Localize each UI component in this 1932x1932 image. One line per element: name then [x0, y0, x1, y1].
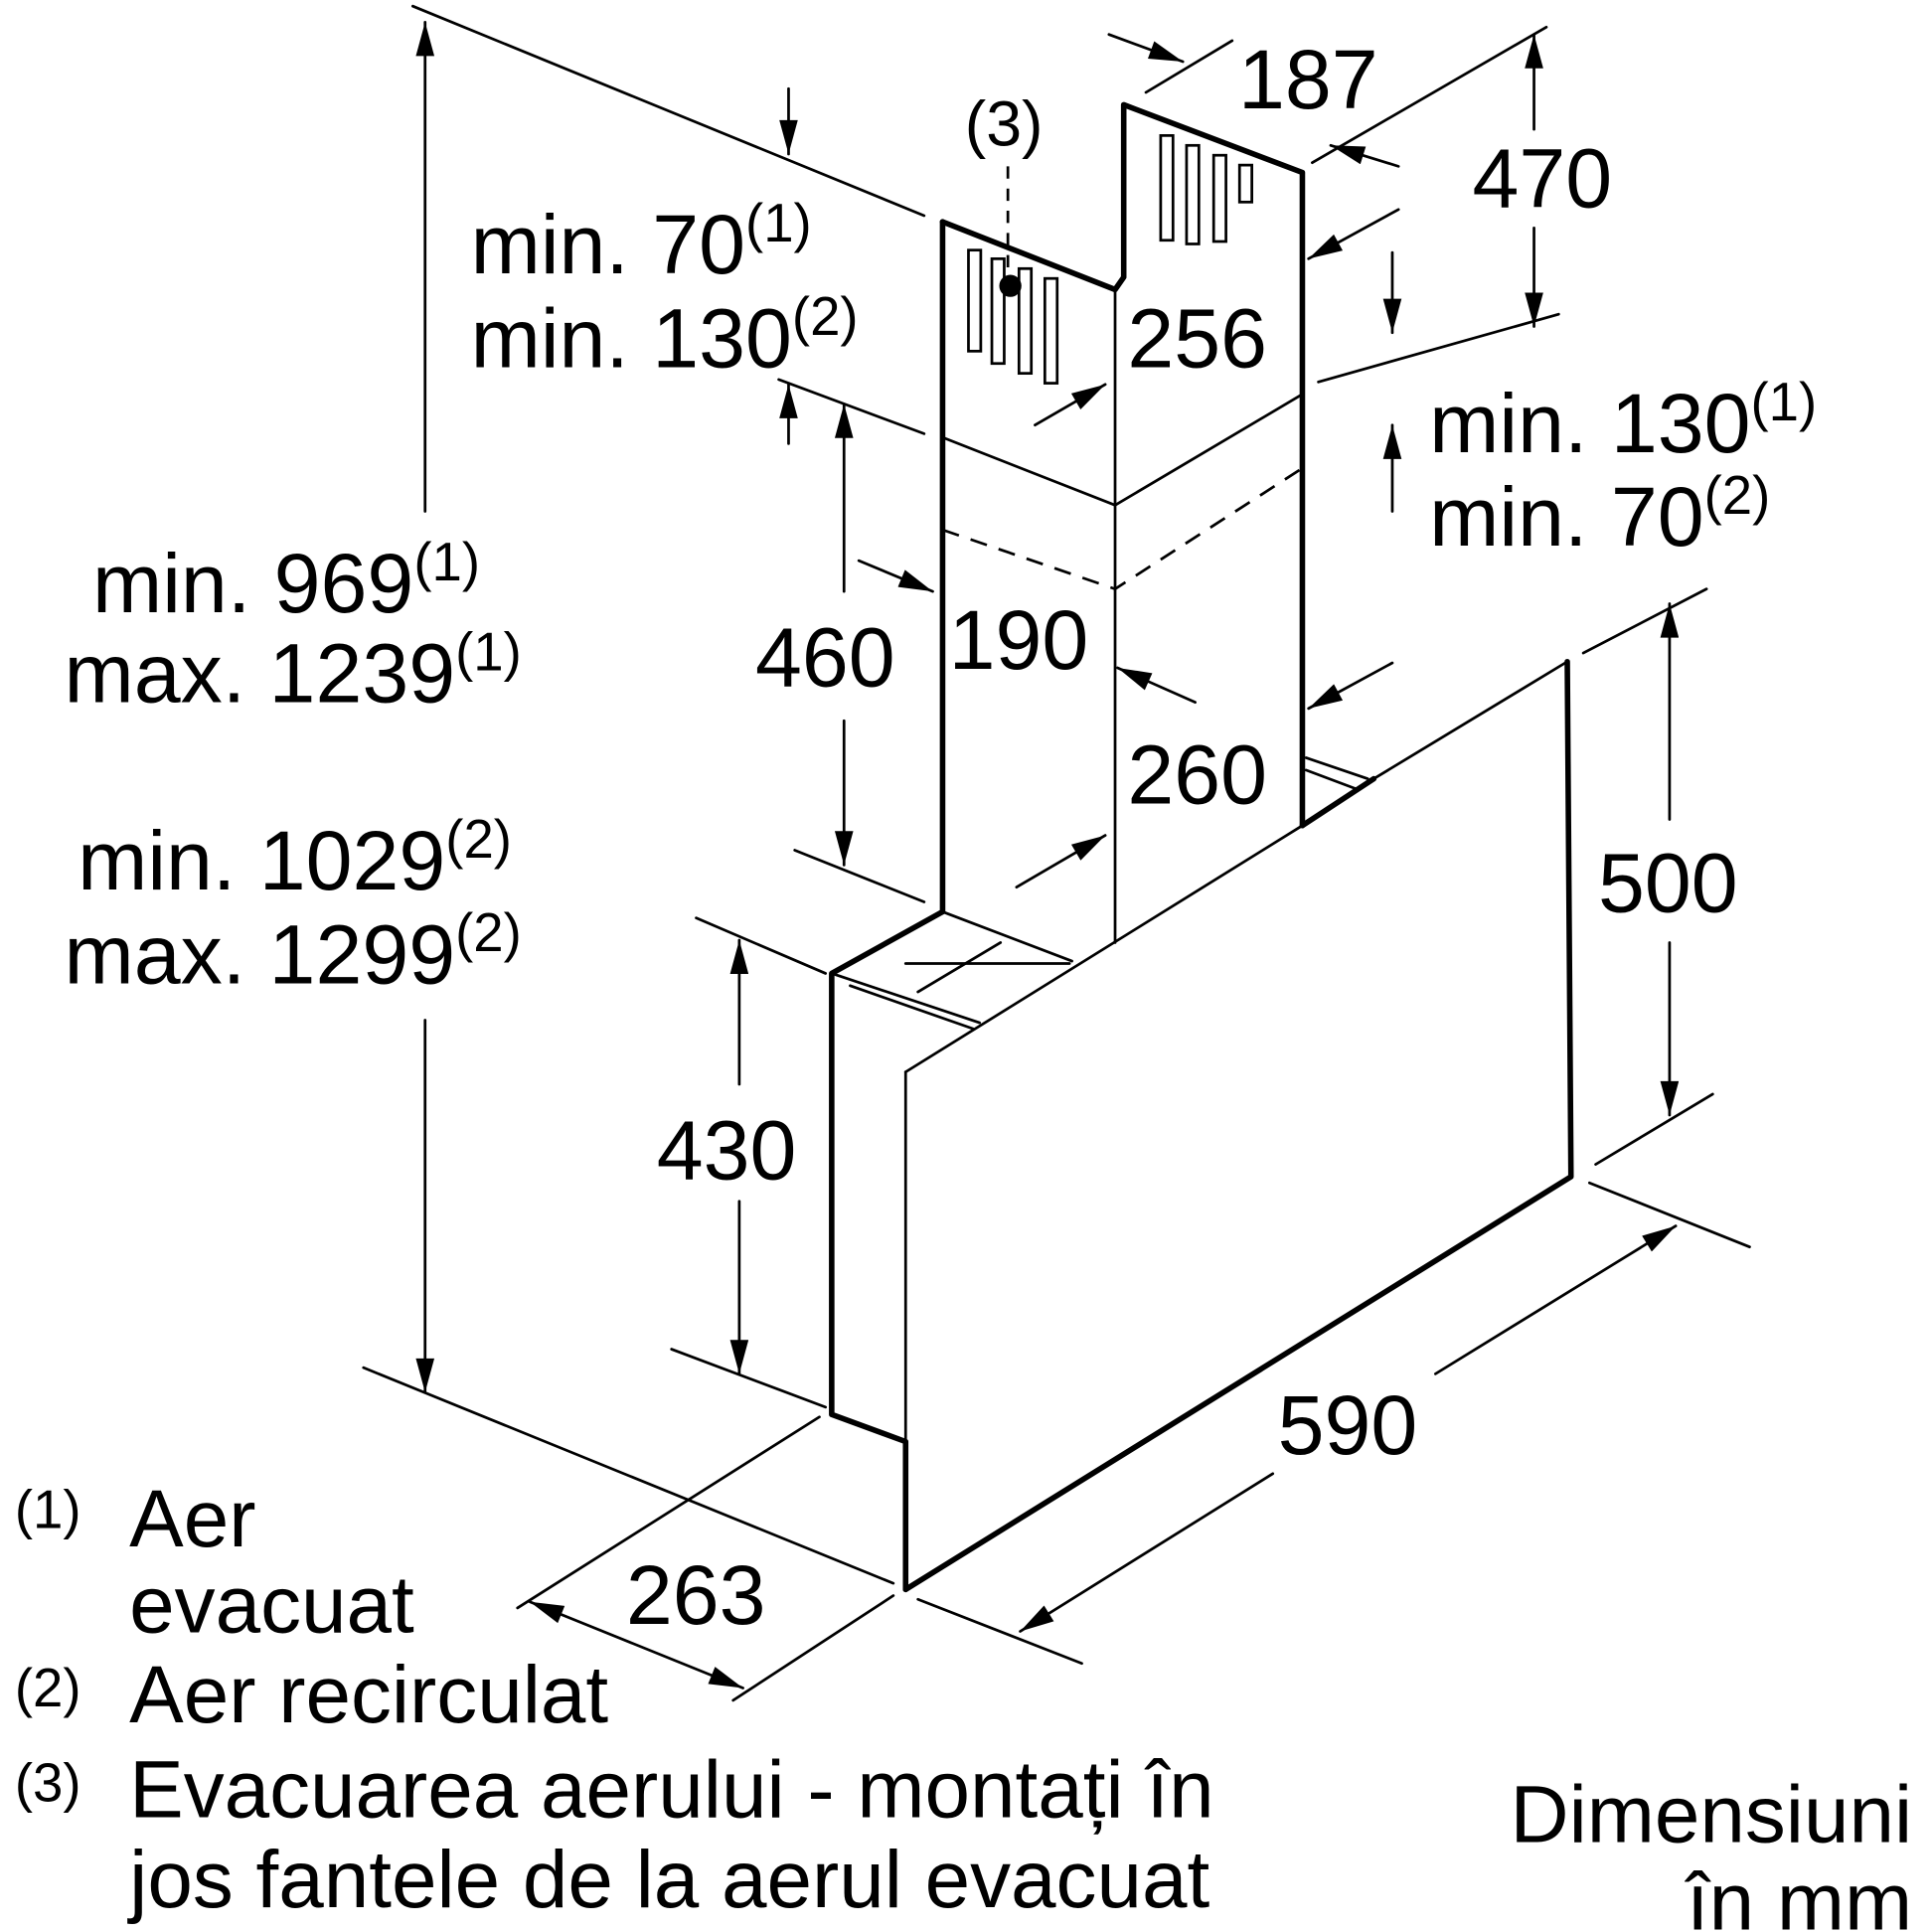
- legend-marker-1: (1): [15, 1479, 81, 1539]
- legend-text-3a: Evacuarea aerului - montați în: [129, 1745, 1213, 1836]
- dim-460: 460: [755, 611, 895, 705]
- dimension-lines: [362, 4, 1751, 1702]
- dim-187: 187: [1238, 33, 1378, 126]
- legend: (1) Aer evacuat (2) Aer recirculat (3) E…: [15, 1474, 1214, 1925]
- legend-text-1a: Aer: [129, 1474, 255, 1564]
- dim-470: 470: [1473, 131, 1613, 225]
- dim-430: 430: [657, 1103, 797, 1197]
- legend-text-3b: jos fantele de la aerul evacuat: [127, 1835, 1209, 1925]
- note-3-marker: (3): [965, 87, 1044, 159]
- exhaust-point-marker: [999, 274, 1022, 297]
- dim-260: 260: [1127, 727, 1267, 821]
- units-line-2: în mm: [1685, 1857, 1912, 1932]
- dim-190: 190: [949, 593, 1089, 687]
- dim-263: 263: [626, 1548, 766, 1642]
- label-max1299: max. 1299(2): [64, 902, 521, 1001]
- dim-590: 590: [1278, 1378, 1418, 1472]
- label-min969: min. 969(1): [92, 532, 480, 630]
- label-min1029: min. 1029(2): [78, 809, 512, 907]
- legend-text-2: Aer recirculat: [129, 1650, 608, 1740]
- units-line-1: Dimensiuni: [1510, 1769, 1912, 1859]
- label-min70-recirc: min. 70(2): [1429, 465, 1770, 564]
- legend-marker-2: (2): [15, 1658, 81, 1718]
- dim-500: 500: [1598, 836, 1738, 929]
- legend-marker-3: (3): [15, 1753, 81, 1814]
- vent-grille-left: [967, 248, 1059, 385]
- label-min130-exhaust: min. 130(1): [1429, 372, 1817, 470]
- label-min130-recirc: min. 130(2): [471, 286, 859, 385]
- label-max1239: max. 1239(1): [64, 621, 521, 720]
- hood-outline: [829, 101, 1574, 1593]
- label-min70-exhaust: min. 70(1): [471, 193, 812, 291]
- units-note: Dimensiuni în mm: [1510, 1769, 1912, 1932]
- legend-text-1b: evacuat: [129, 1560, 414, 1651]
- dim-256: 256: [1127, 291, 1267, 385]
- dimension-labels: 187 (3) 470 256 460 190 260 500 430 590 …: [64, 33, 1817, 1642]
- vent-grille-right: [1159, 134, 1253, 245]
